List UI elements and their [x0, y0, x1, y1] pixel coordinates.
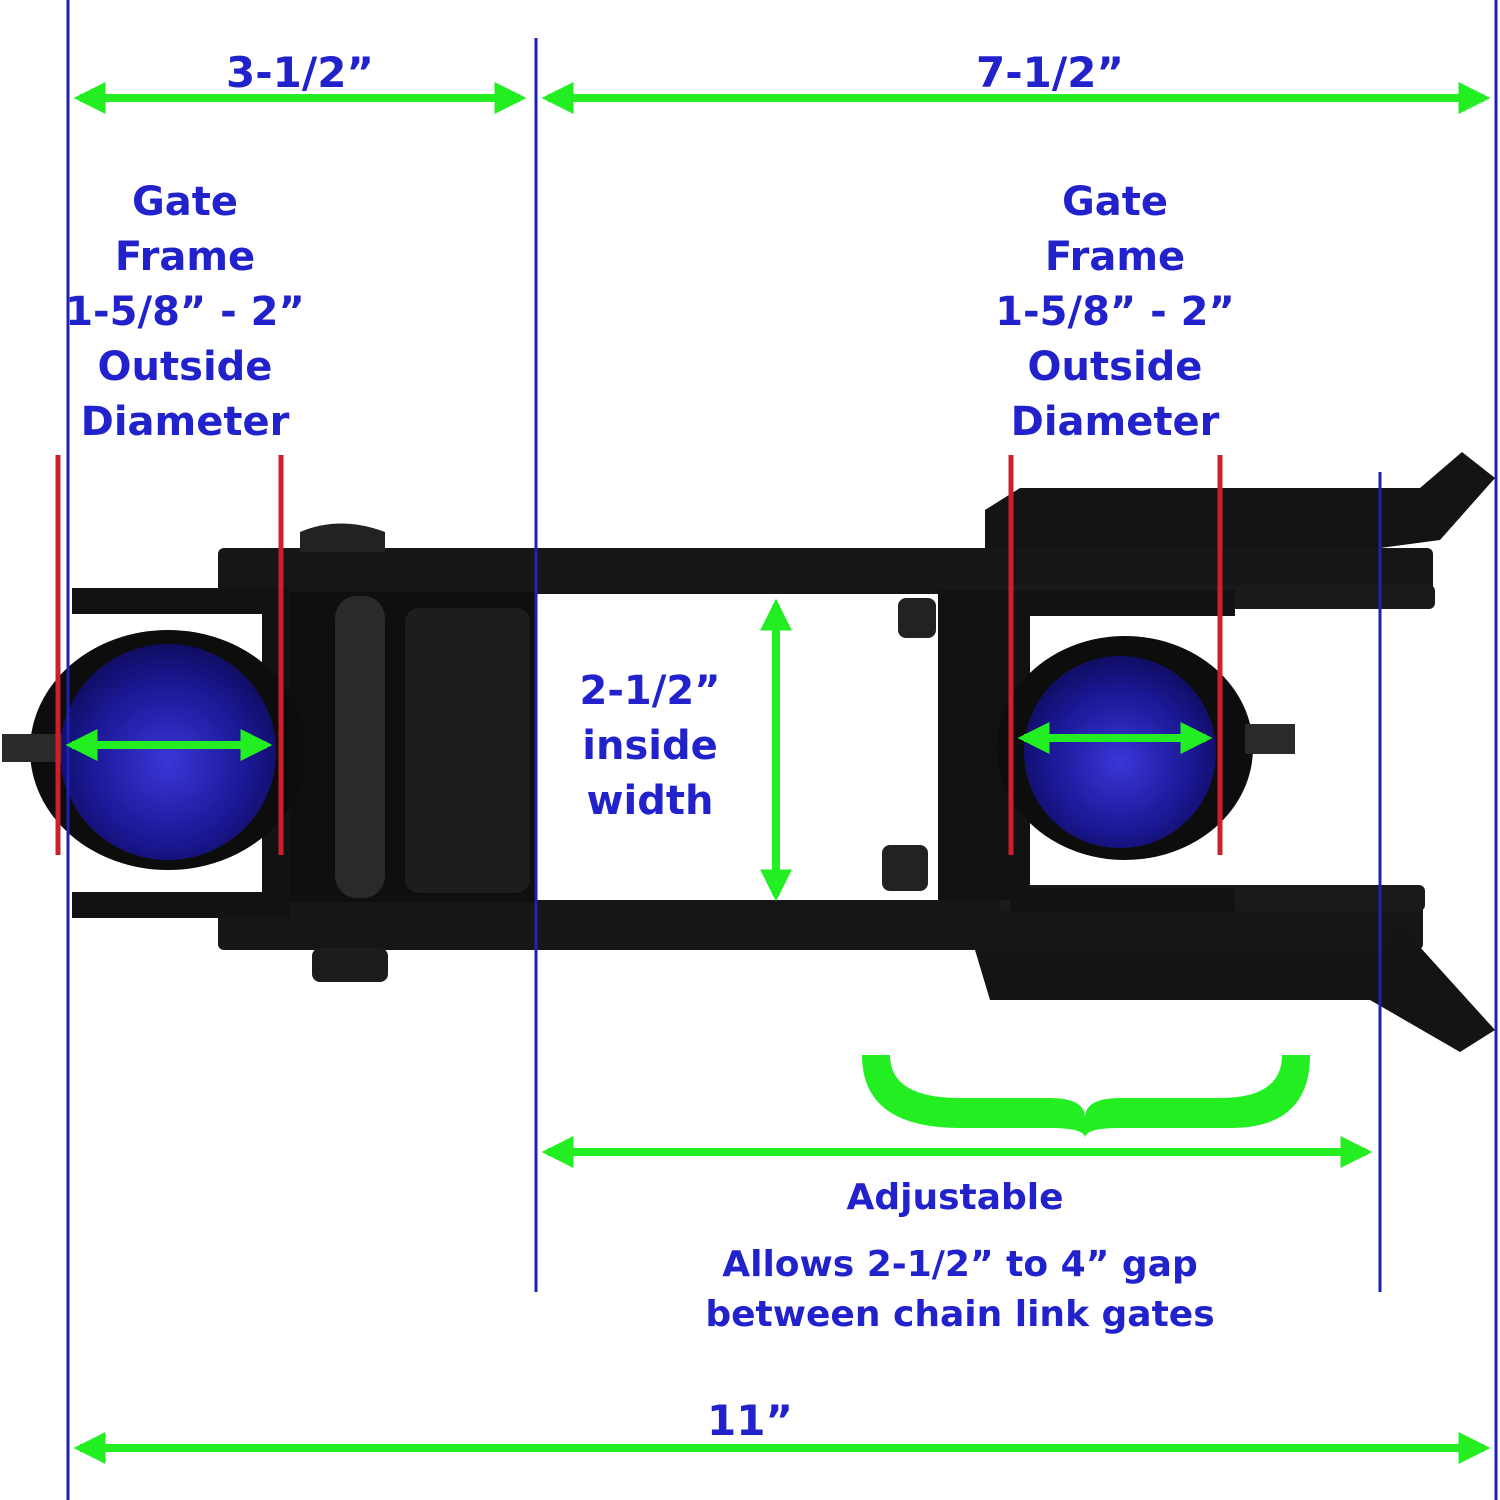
left-frame-line-5: Diameter [80, 399, 290, 445]
right-threaded-rod [1245, 724, 1295, 754]
left-u-clamp [2, 588, 306, 918]
inside-width-label: 2-1/2” inside width [560, 664, 740, 829]
top-bolt-head [300, 523, 385, 552]
left-threaded-rod [2, 734, 62, 762]
left-gate-frame-label: Gate Frame 1-5/8” - 2” Outside Diameter [60, 175, 310, 450]
right-upper-nut [898, 598, 936, 638]
inside-width-line-3: width [586, 778, 714, 824]
right-frame-line-5: Diameter [1010, 399, 1220, 445]
gap-note-line-1: Allows 2-1/2” to 4” gap [722, 1244, 1198, 1285]
dimension-label-7-1-2: 7-1/2” [975, 48, 1125, 97]
left-frame-line-4: Outside [97, 344, 273, 390]
right-bottom-plate [975, 925, 1495, 1052]
gap-note: Allows 2-1/2” to 4” gap between chain li… [660, 1240, 1260, 1340]
hinge-roller [335, 596, 385, 898]
bracket-body [218, 452, 1495, 1052]
right-frame-line-4: Outside [1027, 344, 1203, 390]
left-tube-plug [60, 644, 276, 860]
left-frame-line-2: Frame [114, 234, 256, 280]
right-lower-nut [882, 845, 928, 891]
adjustable-brace [862, 1055, 1310, 1138]
hinge-weld-block [405, 608, 530, 893]
frame-marks [55, 455, 1223, 855]
right-top-plate [985, 452, 1495, 548]
left-frame-line-1: Gate [131, 179, 239, 225]
bottom-nut [312, 948, 388, 982]
right-frame-line-2: Frame [1044, 234, 1186, 280]
gap-note-line-2: between chain link gates [705, 1294, 1215, 1335]
right-tube-plug [1024, 656, 1216, 848]
right-frame-line-1: Gate [1061, 179, 1169, 225]
dimension-arrows [65, 82, 1491, 1464]
dimension-label-11: 11” [706, 1396, 794, 1445]
right-frame-line-3: 1-5/8” - 2” [995, 289, 1235, 335]
dimension-label-3-1-2: 3-1/2” [225, 48, 375, 97]
right-u-clamp [997, 590, 1295, 912]
right-gate-frame-label: Gate Frame 1-5/8” - 2” Outside Diameter [990, 175, 1240, 450]
bottom-bar [218, 900, 1423, 950]
inside-width-line-2: inside [582, 723, 718, 769]
adjustable-label: Adjustable [846, 1177, 1064, 1218]
left-frame-line-3: 1-5/8” - 2” [65, 289, 305, 335]
inside-width-line-1: 2-1/2” [579, 668, 721, 714]
top-bar [218, 548, 1433, 594]
